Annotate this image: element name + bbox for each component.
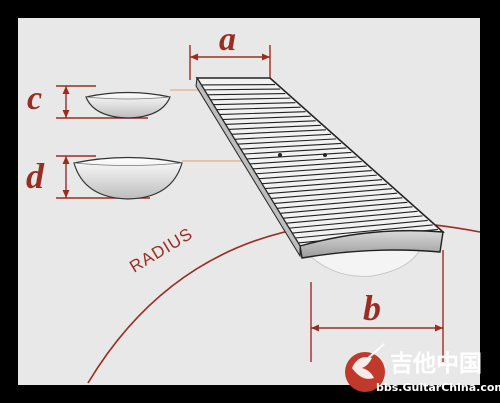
fret-line [212,102,296,106]
profile-d [73,156,183,200]
fret-line [269,188,393,200]
fretboard-end-curve [299,229,444,259]
watermark-url: bbs.GuitarChina.com [376,381,500,394]
profile-c [85,91,171,119]
fret-line [203,88,281,91]
panel-background [18,18,480,385]
fret-line [242,147,347,155]
fret-line [206,93,286,96]
fret-line [275,197,403,210]
fret-line [260,174,377,185]
fret-line [293,224,433,239]
fret-line [248,156,357,165]
fret-line [290,219,428,234]
fret-line [224,120,316,126]
fret-line [266,183,388,195]
fret-line [209,97,291,101]
fret-line [230,129,326,135]
fret-line [245,151,352,160]
fret-line [236,138,337,145]
fret-marker-dot [278,153,282,157]
fretboard-side [195,76,301,258]
label-c: c [27,80,42,117]
fret-line [233,133,332,140]
watermark: 吉他中国 bbs.GuitarChina.com [345,343,500,394]
fret-line [263,179,382,190]
guitar-logo-icon [345,343,385,392]
fret-marker-dot [323,153,327,157]
fretboard [195,76,445,259]
dimension-b: b [310,250,444,362]
label-b: b [363,288,381,328]
label-a: a [219,21,236,58]
fret-line [251,160,362,170]
label-d: d [26,156,45,196]
fret-line [281,206,413,219]
dimension-a: a [189,21,271,80]
fret-line [215,106,301,111]
frets [200,83,438,244]
fret-line [257,170,372,180]
fret-line [272,192,398,205]
fret-line [227,124,321,130]
fret-line [284,210,418,224]
fret-line [239,142,342,150]
fret-line [278,201,408,214]
watermark-title: 吉他中国 [390,350,482,377]
fret-line [218,111,306,116]
fret-line [287,215,423,229]
fret-line [221,115,311,121]
fret-line [254,165,367,175]
dimension-d: d [26,155,150,199]
